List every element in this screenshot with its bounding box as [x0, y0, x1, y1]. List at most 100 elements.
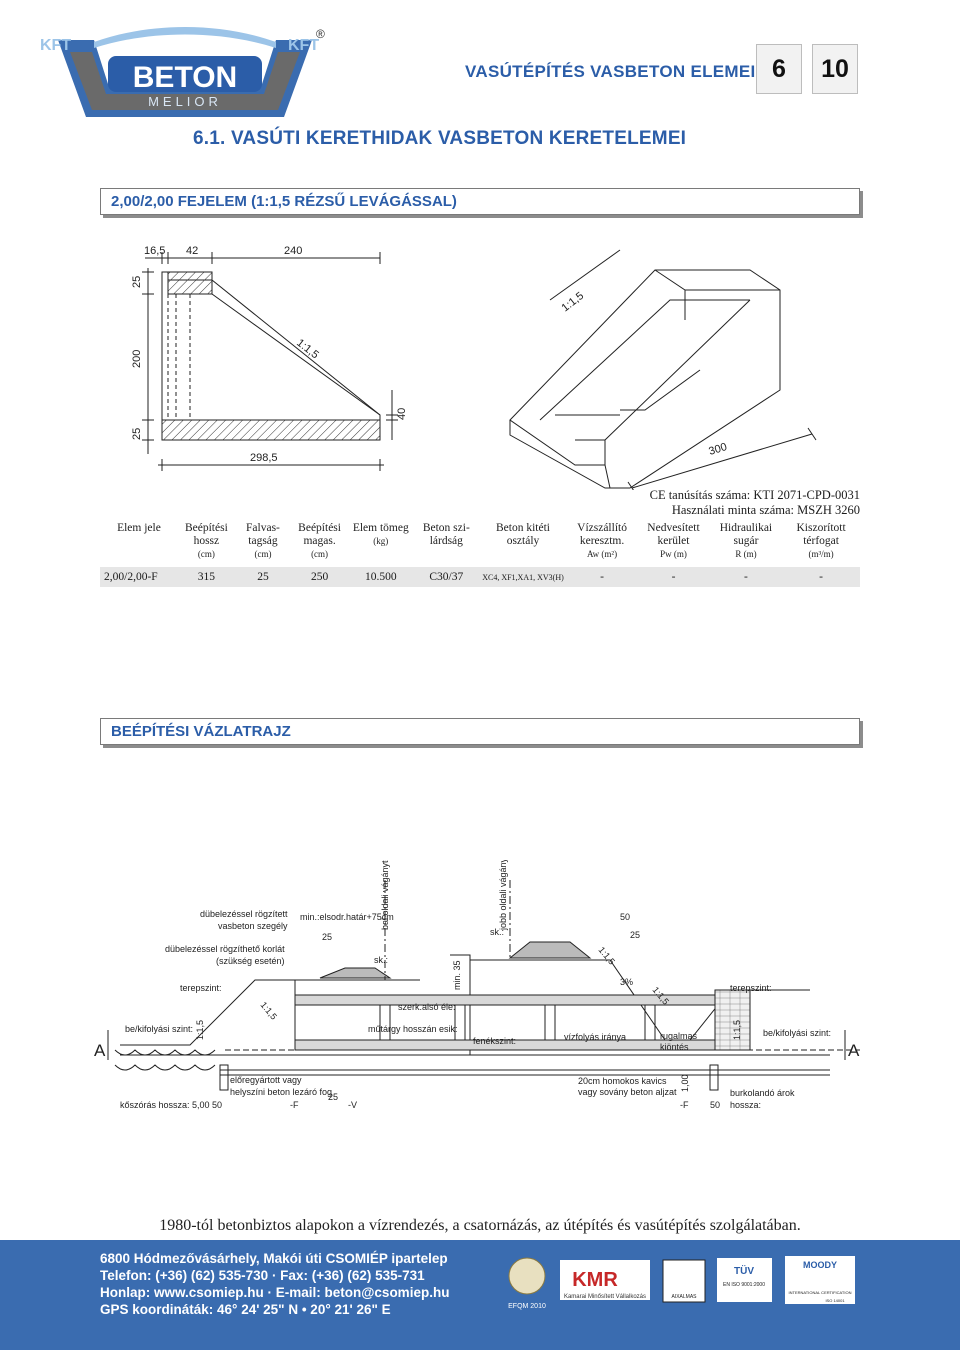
label-dubel2b: (szükség esetén): [216, 956, 285, 966]
sec-f-left: -F: [290, 1100, 299, 1110]
pct-3: 3%: [620, 977, 633, 987]
label-mutargy: műtárgy hosszán esik:: [368, 1024, 458, 1034]
web-email: Honlap: www.csomiep.hu · E-mail: beton@c…: [100, 1285, 450, 1300]
element-drawing: 16,5 42 240 25 200 25 40 298,5 1:1,5 1:1…: [131, 245, 817, 490]
dim-25-a: 25: [322, 932, 332, 942]
logo-sub: MELIOR: [148, 94, 222, 109]
label-burkolando: burkolandó árok: [730, 1088, 795, 1098]
cell: -: [782, 567, 860, 587]
dim-left-2: 200: [131, 350, 143, 368]
label-homokos: 20cm homokos kavics: [578, 1076, 667, 1086]
dim-right: 40: [396, 408, 408, 420]
cell: 250: [291, 567, 349, 587]
dim-top-1: 16,5: [144, 245, 165, 257]
dim-50-top: 50: [620, 912, 630, 922]
label-fenek: fenékszint:: [473, 1036, 516, 1046]
table-row: 2,00/2,00-F 315 25 250 10.500 C30/37 XC4…: [100, 567, 860, 587]
label-vizfolyas: vízfolyás iránya: [564, 1032, 626, 1042]
address: 6800 Hódmezővásárhely, Makói úti CSOMIÉP…: [100, 1251, 448, 1266]
logo-name: BETON: [133, 61, 237, 94]
section-mark-left: A: [94, 1041, 106, 1060]
slope-left: 1:1,5: [258, 1000, 279, 1022]
ce-number: CE tanúsítás száma: KTI 2071-CPD-0031: [649, 488, 860, 502]
col-header: Elem tömeg(kg): [352, 522, 409, 546]
label-sk2: sk.:: [490, 927, 504, 937]
label-terep-left: terepszint:: [180, 983, 222, 993]
tagline: 1980-tól betonbiztos alapokon a vízrende…: [159, 1217, 801, 1234]
cell: 25: [234, 567, 292, 587]
registered-mark: ®: [316, 27, 325, 41]
label-befoly-right: be/kifolyási szint:: [763, 1028, 831, 1038]
label-sovany: vagy sovány beton aljzat: [578, 1087, 677, 1097]
logo-kft-right: KFT: [288, 37, 319, 54]
cell-element-code: 2,00/2,00-F: [100, 567, 178, 587]
label-dubel2: dübelezéssel rögzíthető korlát: [165, 944, 285, 954]
dim-min35: min. 35: [452, 960, 462, 990]
mszh-number: Használati minta száma: MSZH 3260: [671, 503, 860, 517]
dim-25-c: 25: [328, 1092, 338, 1102]
label-dubel1: dübelezéssel rögzített: [200, 909, 288, 919]
label-terep-right: terepszint:: [730, 983, 772, 993]
label-min-hatar: min.:elsodr.határ+75cm: [300, 912, 394, 922]
cell: C30/37: [413, 567, 480, 587]
logo-kft-left: KFT: [40, 37, 71, 54]
label-right-track-axis: jobb oldali vágánytengely: [498, 860, 508, 931]
page-number: 10: [812, 44, 858, 94]
dim-top-2: 42: [186, 245, 198, 257]
iso-14001: ISO 14001: [825, 1298, 845, 1303]
moody-logo: MOODY: [803, 1260, 837, 1270]
dim-50-left: 50: [212, 1100, 222, 1110]
cell: -: [637, 567, 710, 587]
phone-fax: Telefon: (+36) (62) 535-730 · Fax: (+36)…: [100, 1268, 425, 1283]
cell: XC4, XF1,XA1, XV3(H): [479, 567, 567, 587]
label-szerk: szerk.alsó éle:: [398, 1002, 456, 1012]
label-dubel1b: vasbeton szegély: [218, 921, 288, 931]
iso-slope-label: 1:1,5: [559, 290, 586, 315]
moody-sub: INTERNATIONAL CERTIFICATION: [789, 1290, 852, 1295]
kmr-logo: KMR: [572, 1269, 618, 1291]
aixalmas-logo: AIXALMAS: [671, 1294, 697, 1300]
col-header: Falvas-tagság(cm): [246, 522, 280, 559]
cell: 10.500: [348, 567, 414, 587]
label-rugalmas: rugalmas: [660, 1031, 698, 1041]
label-befoly-left: be/kifolyási szint:: [125, 1024, 193, 1034]
label-koszoras: kőszórás hossza: 5,00: [120, 1100, 210, 1110]
slope-wall: 1:1,5: [732, 1020, 742, 1040]
dim-left-3: 25: [131, 428, 143, 440]
cell: 315: [177, 567, 235, 587]
efqm-logo: EFQM 2010: [508, 1303, 546, 1310]
chapter-number: 6: [756, 44, 802, 94]
dim-left-1: 25: [131, 276, 143, 288]
company-logo: BETON MELIOR KFT KFT ®: [40, 27, 325, 117]
cell: -: [566, 567, 638, 587]
label-sk1: sk.:: [374, 955, 388, 965]
certification-logos: EFQM 2010 KMR Kamarai Minősített Vállalk…: [508, 1256, 855, 1310]
slope-right-top: 1:1,5: [596, 945, 617, 967]
sec-f-right: -F: [680, 1100, 689, 1110]
installation-sketch: bal oldali vágánytengely jobb oldali vág…: [94, 860, 860, 1110]
tuv-sub: EN ISO 9001:2000: [723, 1282, 765, 1288]
cell: -: [709, 567, 783, 587]
dim-bottom: 298,5: [250, 452, 278, 464]
kmr-sub: Kamarai Minősített Vállalkozás: [564, 1294, 646, 1300]
header-title: VASÚTÉPÍTÉS VASBETON ELEMEI: [465, 62, 756, 81]
tuv-logo: TÜV: [734, 1264, 754, 1277]
sec-v: -V: [348, 1100, 357, 1110]
gps: GPS koordináták: 46° 24' 25" N • 20° 21'…: [100, 1302, 391, 1317]
section-title-sketch: BEÉPÍTÉSI VÁZLATRAJZ: [100, 718, 860, 745]
label-kiontes: kiöntés: [660, 1042, 689, 1052]
col-header: Elem jele: [117, 522, 161, 534]
label-helyszini: helyszíni beton lezáró fog: [230, 1087, 332, 1097]
slope-riprap: 1:1,5: [195, 1020, 205, 1040]
label-hossza: hossza:: [730, 1100, 761, 1110]
label-elore: előregyártott vagy: [230, 1075, 302, 1085]
section-title-element: 2,00/2,00 FEJELEM (1:1,5 RÉZSŰ LEVÁGÁSSA…: [100, 188, 860, 215]
contact-info: 6800 Hódmezővásárhely, Makói úti CSOMIÉP…: [100, 1250, 449, 1318]
certification-info: CE tanúsítás száma: KTI 2071-CPD-0031 Ha…: [560, 488, 860, 518]
